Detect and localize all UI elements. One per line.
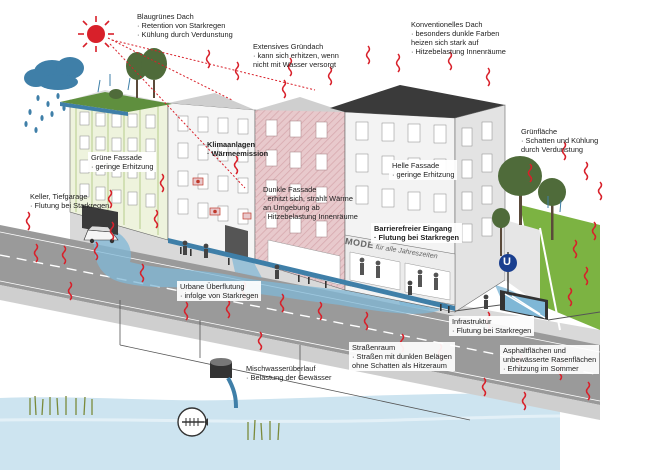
heat-wave-icon [327,66,333,86]
heat-wave-icon [61,245,67,265]
dead-fish-icon [177,407,208,437]
label-dark-facade: Dunkle Fassade · erhitzt sich, strahlt W… [263,185,358,221]
u-bahn-icon [499,254,517,272]
heat-wave-icon [481,377,487,397]
heat-wave-icon [281,79,287,99]
reeds [29,395,280,441]
car-icon [83,225,119,244]
heat-wave-icon [234,61,240,81]
heat-wave-icon [597,181,603,201]
heat-wave-icon [591,221,597,241]
label-infrastructure: Infrastruktur · Flutung bei Starkregen [449,316,535,336]
sewer-overflow-icon [210,358,238,409]
heat-wave-icon [585,381,591,401]
label-extensive-green-roof: Extensives Gründach · kann sich erhitzen… [253,42,339,69]
heat-wave-icon [109,221,115,241]
heat-wave-icon [25,211,31,231]
label-blue-green-roof: Blaugrünes Dach · Retention von Starkreg… [137,12,233,39]
heat-wave-icon [395,53,401,73]
heat-wave-icon [233,155,239,175]
heat-wave-icon [93,241,99,261]
heat-wave-icon [225,299,231,319]
roof-trees [109,48,167,99]
label-bright-facade: Helle Fassade · geringe Erhitzung [389,160,458,180]
flood-water [93,227,440,314]
label-urban-flooding: Urbane Überflutung · infolge von Starkre… [177,281,262,301]
heat-wave-icon [363,311,369,331]
label-combined-sewer-overflow: Mischwasserüberlauf · Belastung der Gewä… [246,364,332,382]
heat-wave-icon [183,301,189,321]
heat-wave-icon [67,281,73,301]
heat-wave-icon [583,266,589,286]
label-basement-garage: Keller, Tiefgarage · Flutung bei Starkre… [30,192,110,210]
river [0,393,560,470]
heat-wave-icon [561,141,567,161]
heat-wave-icon [153,209,159,229]
heat-wave-icon [521,391,527,411]
roof-conventional [330,85,505,118]
heat-wave-icon [279,293,285,313]
heat-wave-icon [447,51,453,71]
heat-wave-icon [107,189,113,209]
label-asphalt-lawn: Asphaltflächen und unbewässerte Rasenflä… [500,345,600,374]
label-green-facade: Grüne Fassade · geringe Erhitzung [88,152,157,172]
sun-icon [78,16,114,52]
heat-wave-icon [527,163,533,183]
label-air-conditioning: Klimaanlagen · Wärmeemission [207,140,269,158]
heat-wave-icon [485,67,491,87]
heat-wave-icon [317,301,323,321]
rain-cloud-icon [24,57,84,133]
blue-green-roof [60,92,172,112]
heat-wave-icon [583,161,589,181]
u-bahn-letter: U [503,256,511,268]
label-street-space: Straßenraum · Straßen mit dunklen Beläge… [349,342,455,371]
heat-wave-icon [365,45,371,65]
label-conventional-roof: Konventionelles Dach · besonders dunkle … [411,20,506,56]
heat-wave-icon [567,287,573,307]
heat-wave-icon [33,243,39,263]
heat-wave-icon [205,49,211,69]
label-green-space: Grünfläche · Schatten und Kühlung durch … [521,127,599,154]
heat-wave-icons [25,45,603,411]
heat-wave-icon [287,57,293,77]
pedestrians [182,240,489,309]
heat-wave-icon [572,239,578,259]
heat-wave-icon [257,331,263,351]
label-barrier-free-entrance: Barrierefreier Eingang · Flutung bei Sta… [371,223,462,243]
heat-wave-icon [139,263,145,283]
heat-wave-icon [159,173,165,193]
